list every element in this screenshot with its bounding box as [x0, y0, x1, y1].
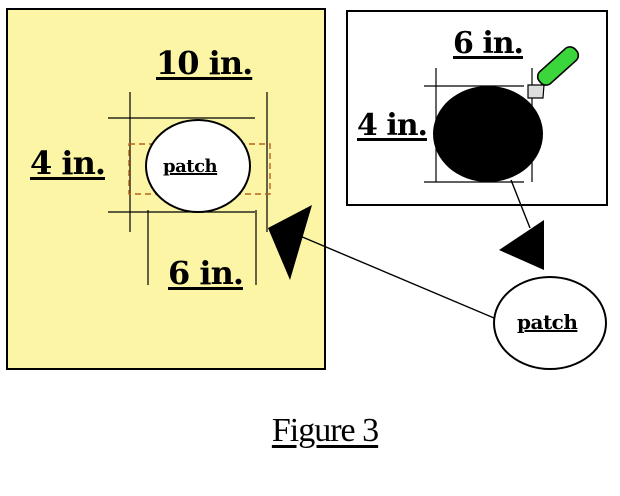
connector-hole [510, 179, 531, 229]
left-height-label: 4 in. [30, 144, 106, 182]
left-bottom-label: 6 in. [168, 254, 244, 292]
figure-caption: Figure 3 [271, 412, 379, 449]
left-width-label: 10 in. [156, 44, 253, 82]
knife-icon [527, 46, 580, 99]
left-guide-lines [108, 92, 268, 285]
left-patch-label: patch [163, 156, 218, 177]
arrowhead-left [268, 205, 312, 280]
patch-bubble-ellipse [493, 276, 607, 370]
right-height-label: 4 in. [357, 108, 428, 143]
left-patch-ellipse [145, 119, 251, 213]
arrowhead-right [499, 220, 544, 270]
hole-shape [433, 86, 543, 182]
patch-bubble-label: patch [517, 310, 578, 334]
connector-patch [299, 235, 495, 319]
right-width-label: 6 in. [453, 26, 524, 61]
